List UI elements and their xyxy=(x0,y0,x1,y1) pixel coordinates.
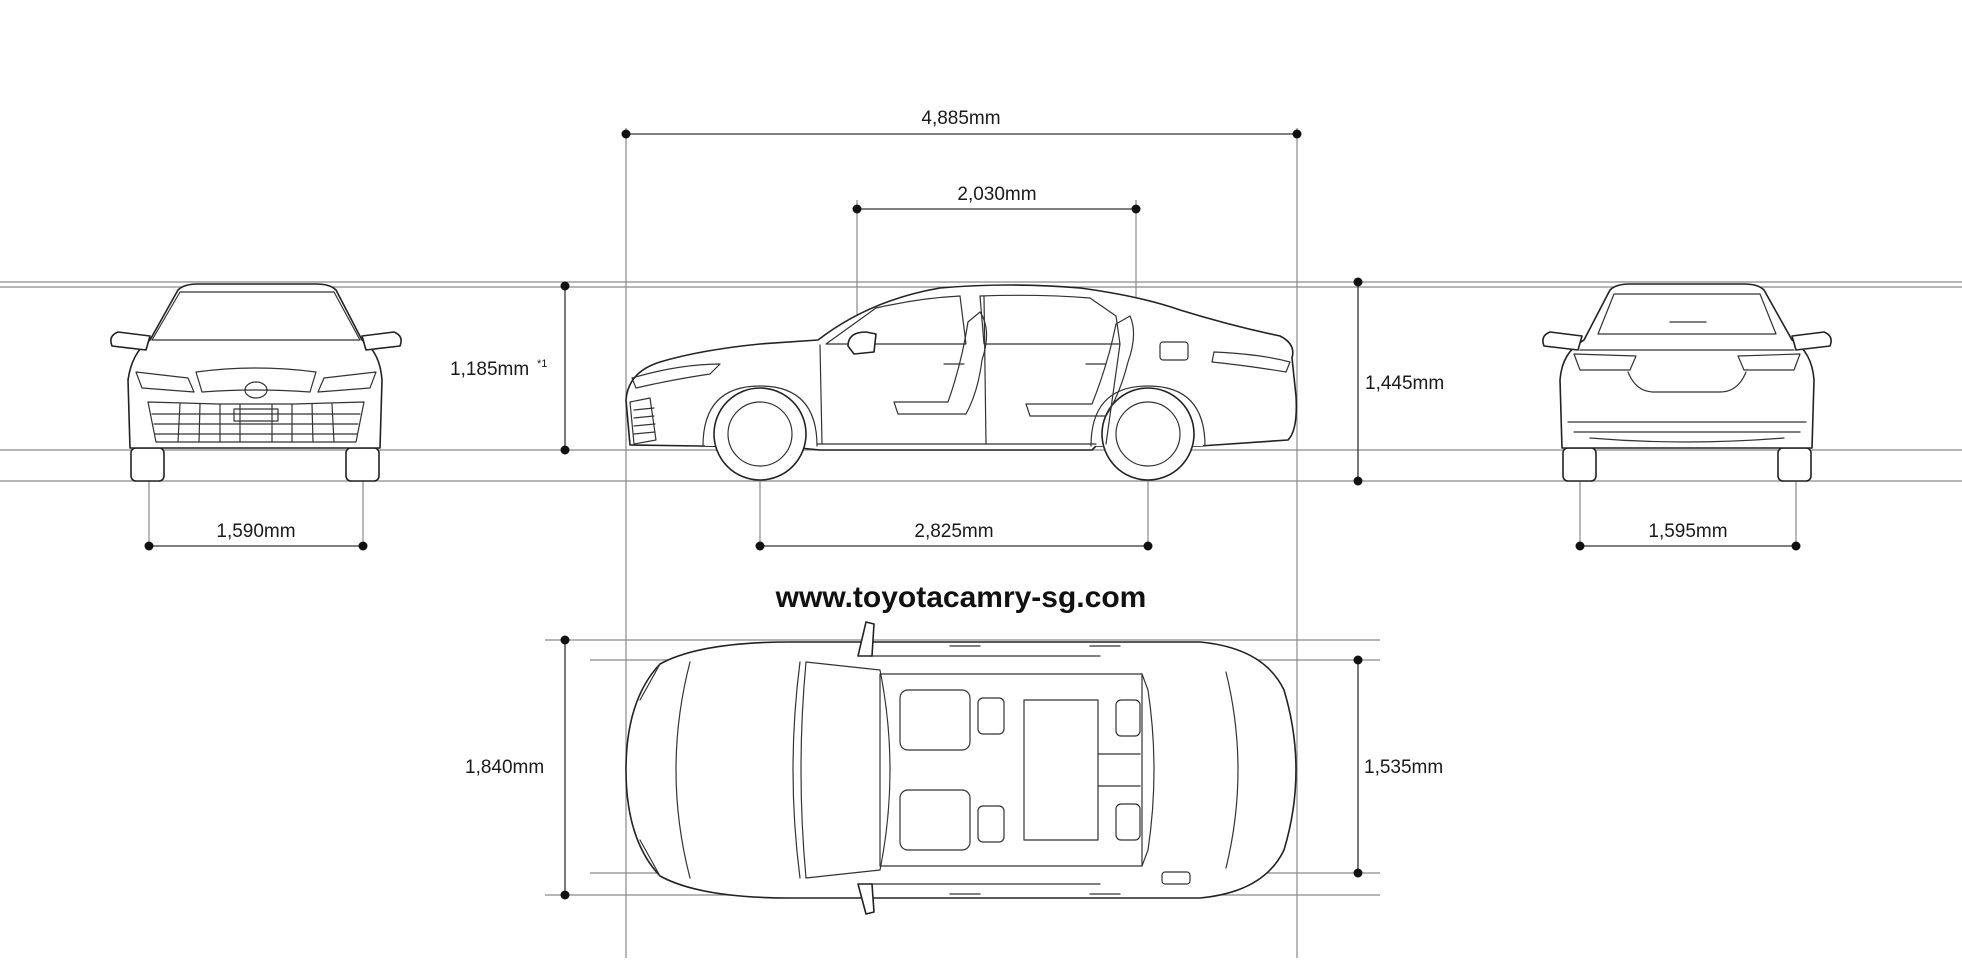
front-tread-label: 1,590mm xyxy=(216,521,295,542)
overall-length-label: 4,885mm xyxy=(921,108,1000,129)
interior-length-label: 2,030mm xyxy=(957,184,1036,205)
side-view-car xyxy=(625,284,1298,481)
dimension-lines xyxy=(144,129,1801,900)
front-grille-slats xyxy=(177,403,335,443)
overall-width-label: 1,840mm xyxy=(465,757,544,778)
height-note-mark: *1 xyxy=(537,358,547,370)
top-view-car xyxy=(625,621,1297,915)
interior-width-label: 1,535mm xyxy=(1364,757,1443,778)
height-note-label: 1,185mm xyxy=(450,359,529,380)
website-watermark: www.toyotacamry-sg.com xyxy=(775,581,1147,614)
overall-height-label: 1,445mm xyxy=(1365,373,1444,394)
rear-view-car xyxy=(1542,283,1832,482)
rear-tread-label: 1,595mm xyxy=(1648,521,1727,542)
wheelbase-label: 2,825mm xyxy=(914,521,993,542)
front-view-car xyxy=(110,283,402,482)
vertical-guides xyxy=(148,128,1797,958)
dimension-labels: 4,885mm 2,030mm 1,185mm *1 1,445mm 1,590… xyxy=(216,108,1727,778)
side-front-grille xyxy=(633,407,656,435)
